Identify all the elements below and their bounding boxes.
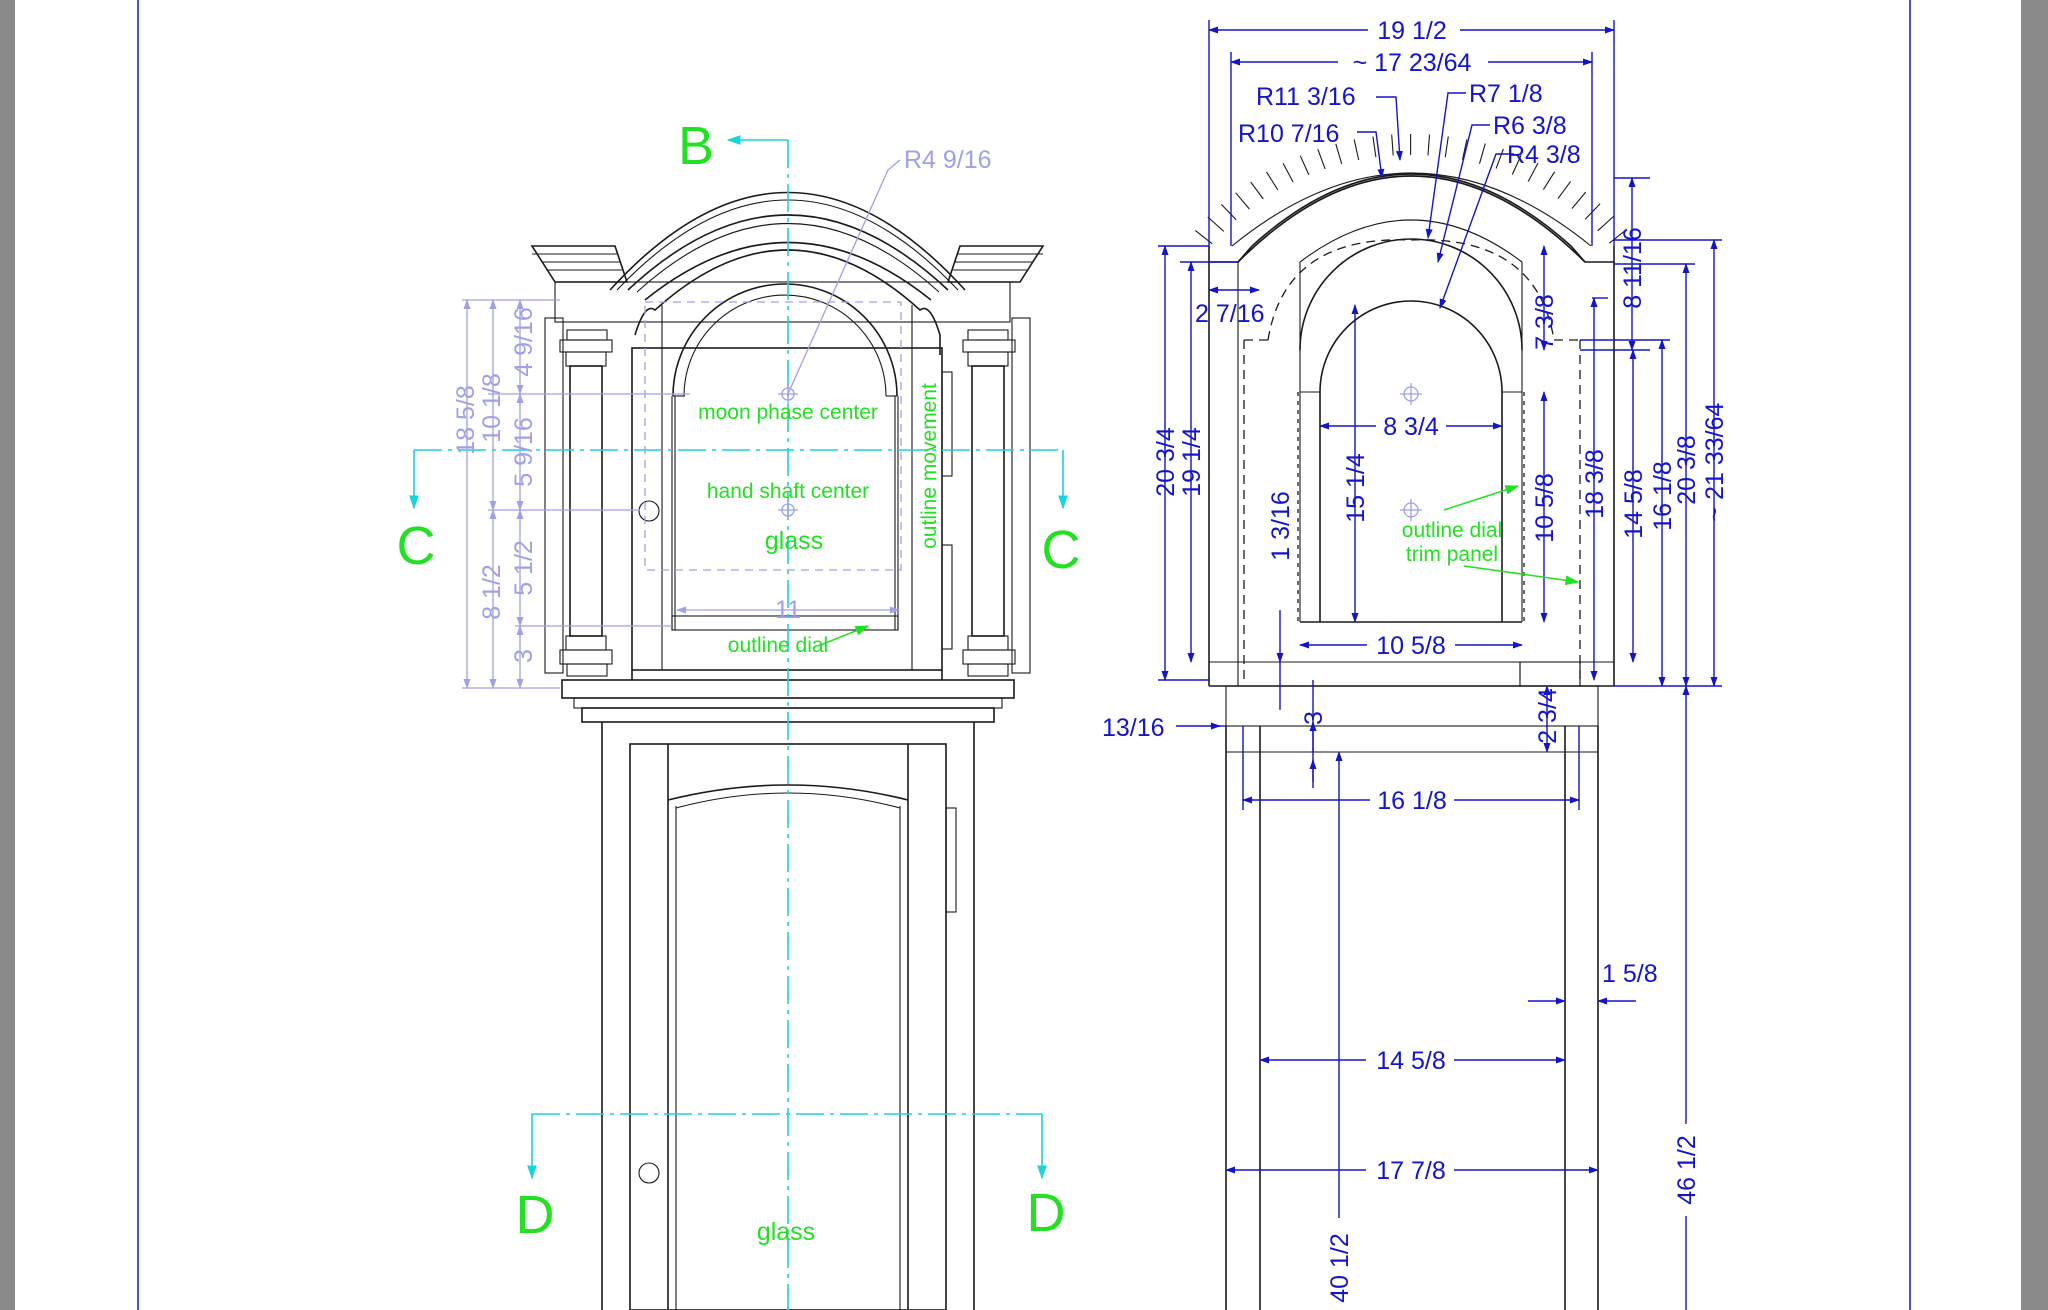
front-view-dimensions: R4 9/16 11 18 5/8 10 1/8 8 1/2 4 9/16 5 … <box>452 146 992 689</box>
dim-height-8-11-16: 8 11/16 <box>1619 227 1647 309</box>
dim-seg-c: 5 1/2 <box>510 540 538 596</box>
arch-hatch-line <box>1235 192 1250 210</box>
note-outline-dial: outline dial <box>728 634 828 657</box>
sheet-border <box>137 0 1911 1310</box>
side-view-dimension-lines <box>1158 20 1722 1310</box>
dim-width-14-5-8: 14 5/8 <box>1376 1047 1446 1075</box>
dim-height-40-1-2: 40 1/2 <box>1326 1233 1354 1303</box>
section-label-c-right: C <box>1042 520 1081 580</box>
section-label-d-right: D <box>1027 1183 1066 1243</box>
dim-height-21-33-64: ~ 21 33/64 <box>1701 402 1729 521</box>
arch-hatch-line <box>1511 155 1522 175</box>
dim-height-upper: 10 1/8 <box>478 373 506 443</box>
section-label-d-left: D <box>516 1185 555 1245</box>
arch-hatch-line <box>1427 134 1431 156</box>
dim-left-offset: 2 7/16 <box>1195 300 1265 328</box>
dim-height-total: 18 5/8 <box>452 385 480 455</box>
dim-width-1-5-8: 1 5/8 <box>1602 960 1658 988</box>
dim-height-20-3-8: 20 3/8 <box>1673 435 1701 505</box>
arch-hatch-line <box>1571 191 1587 209</box>
dim-arch-width: ~ 17 23/64 <box>1353 49 1472 77</box>
note-trim-panel-line1: outline dial <box>1402 519 1502 542</box>
dim-height-lower: 8 1/2 <box>478 564 506 620</box>
dim-height-18-3-8: 18 3/8 <box>1581 449 1609 519</box>
clock-hood-drawing: R4 9/16 11 18 5/8 10 1/8 8 1/2 4 9/16 5 … <box>137 0 1911 1310</box>
dim-top-width: 19 1/2 <box>1377 17 1447 45</box>
side-view-outline <box>1194 134 1627 1310</box>
arch-hatch-line <box>1299 155 1310 176</box>
drawing-sheet: R4 9/16 11 18 5/8 10 1/8 8 1/2 4 9/16 5 … <box>15 0 2021 1310</box>
dim-height-1-3-16: 1 3/16 <box>1267 491 1295 561</box>
arch-hatch-line <box>1391 134 1394 156</box>
note-glass-upper: glass <box>765 527 823 555</box>
dim-height-3: 3 <box>1300 711 1328 725</box>
arch-hatch-line <box>1495 148 1504 169</box>
front-view-labels: B C C D D moon phase center hand shaft c… <box>397 116 1081 1246</box>
dim-r10-7-16: R10 7/16 <box>1238 120 1339 148</box>
section-label-c-left: C <box>397 516 436 576</box>
section-label-b: B <box>678 116 714 176</box>
note-trim-panel-line2: trim panel <box>1406 543 1498 566</box>
arch-hatch-line <box>1372 136 1377 158</box>
arch-hatch-line <box>1220 204 1237 221</box>
dim-dial-width: 11 <box>775 596 801 624</box>
dim-seg-b: 5 9/16 <box>510 417 538 487</box>
arch-hatch-line <box>1542 171 1556 190</box>
arch-hatch-line <box>1608 229 1627 244</box>
dim-width-16-1-8: 16 1/8 <box>1377 787 1447 815</box>
note-outline-movement: outline movement <box>918 383 941 549</box>
dim-height-19-1-4: 19 1/4 <box>1178 427 1206 497</box>
arch-hatch-line <box>1317 149 1326 170</box>
arch-hatch-line <box>1461 139 1468 160</box>
arch-hatch-line <box>1353 139 1360 161</box>
dim-height-15-1-4: 15 1/4 <box>1342 453 1370 523</box>
side-view-dimension-text: 19 1/2 ~ 17 23/64 R11 3/16 R10 7/16 R7 1… <box>1102 16 1729 1310</box>
dim-seg-d: 3 <box>510 649 538 663</box>
arch-hatch-line <box>1597 215 1614 232</box>
dim-height-20-3-4: 20 3/4 <box>1152 427 1180 497</box>
front-view-outline <box>530 191 1045 1310</box>
dim-width-8-3-4: 8 3/4 <box>1383 413 1439 441</box>
arch-hatch-line <box>1207 216 1225 232</box>
arch-hatch-line <box>1266 171 1279 191</box>
arch-hatching <box>1194 134 1627 245</box>
dim-seg-a: 4 9/16 <box>510 307 538 377</box>
arch-hatch-line <box>1335 143 1343 165</box>
dim-height-46-1-2: 46 1/2 <box>1673 1135 1701 1205</box>
arch-hatch-line <box>1557 181 1572 199</box>
dim-height-14-5-8: 14 5/8 <box>1620 469 1648 539</box>
dim-height-2-3-4: 2 3/4 <box>1534 688 1562 744</box>
dim-width-13-16: 13/16 <box>1102 714 1165 742</box>
note-hand-shaft-center: hand shaft center <box>707 480 869 503</box>
dim-r7-1-8: R7 1/8 <box>1469 80 1543 108</box>
dim-width-10-5-8: 10 5/8 <box>1376 632 1446 660</box>
dim-height-7-3-8: 7 3/8 <box>1531 294 1559 350</box>
arch-hatch-line <box>1478 143 1486 164</box>
dim-height-10-5-8: 10 5/8 <box>1531 473 1559 543</box>
dim-width-17-7-8: 17 7/8 <box>1376 1157 1446 1185</box>
dim-r11-3-16: R11 3/16 <box>1256 83 1356 111</box>
dim-r4-3-8: R4 3/8 <box>1507 141 1581 169</box>
arch-hatch-line <box>1282 163 1294 183</box>
arch-hatch-line <box>1527 162 1539 182</box>
arch-hatch-line <box>1250 181 1264 200</box>
note-moon-phase-center: moon phase center <box>698 401 878 424</box>
dim-r6-3-8: R6 3/8 <box>1493 112 1567 140</box>
dim-arch-radius: R4 9/16 <box>904 146 992 174</box>
note-glass-lower: glass <box>757 1218 815 1246</box>
dim-height-16-1-8: 16 1/8 <box>1649 461 1677 531</box>
arch-hatch-line <box>1444 136 1449 158</box>
